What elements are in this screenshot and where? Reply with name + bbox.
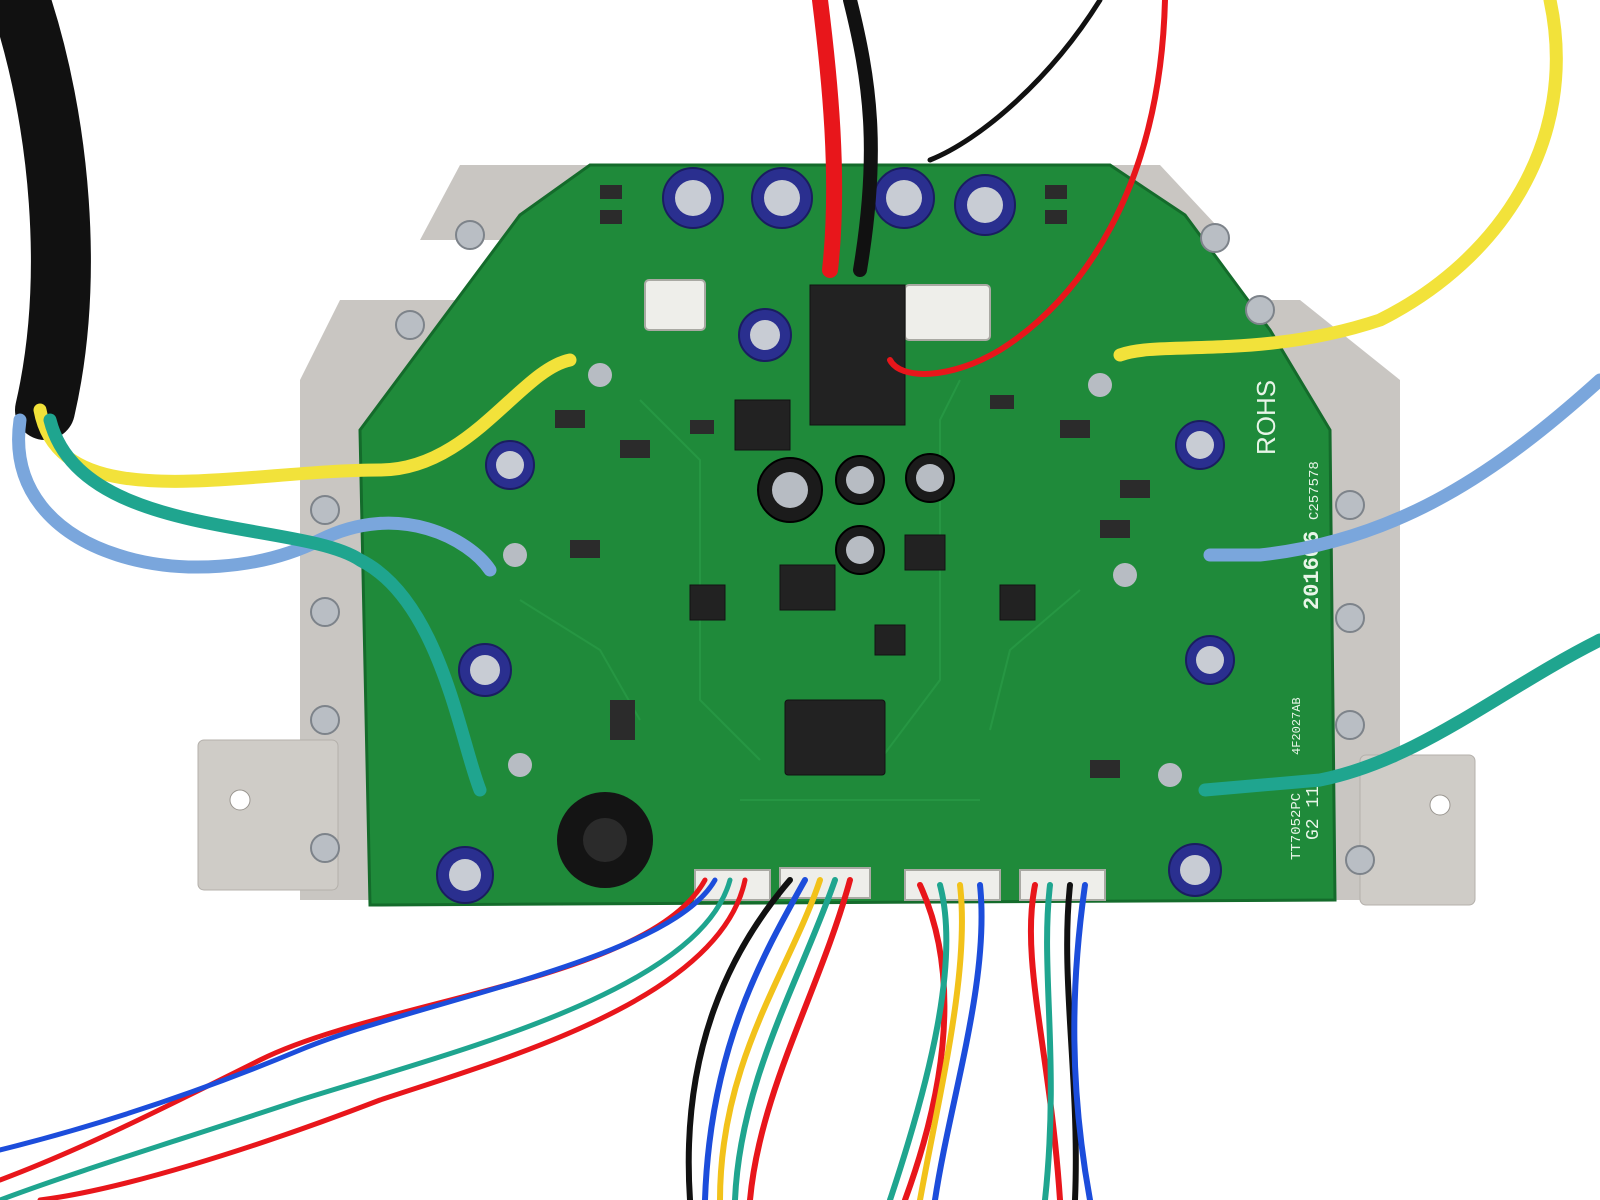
- rohs-marking: ROHS: [1251, 380, 1281, 455]
- version-marking: G2 11: [1304, 786, 1324, 840]
- connectors: [644, 279, 1106, 901]
- capacitors: [436, 167, 1235, 904]
- cable-sheath: [0, 0, 91, 440]
- serial-marking: C257578: [1307, 461, 1323, 520]
- mounting-screws: [310, 220, 1375, 875]
- ic-chips: [689, 284, 1036, 776]
- model-code-marking: TT7052PC: [1289, 793, 1305, 860]
- inductor: [557, 792, 653, 888]
- rev-marking: 4F2027AB: [1290, 697, 1304, 755]
- smd-components: [555, 185, 1150, 778]
